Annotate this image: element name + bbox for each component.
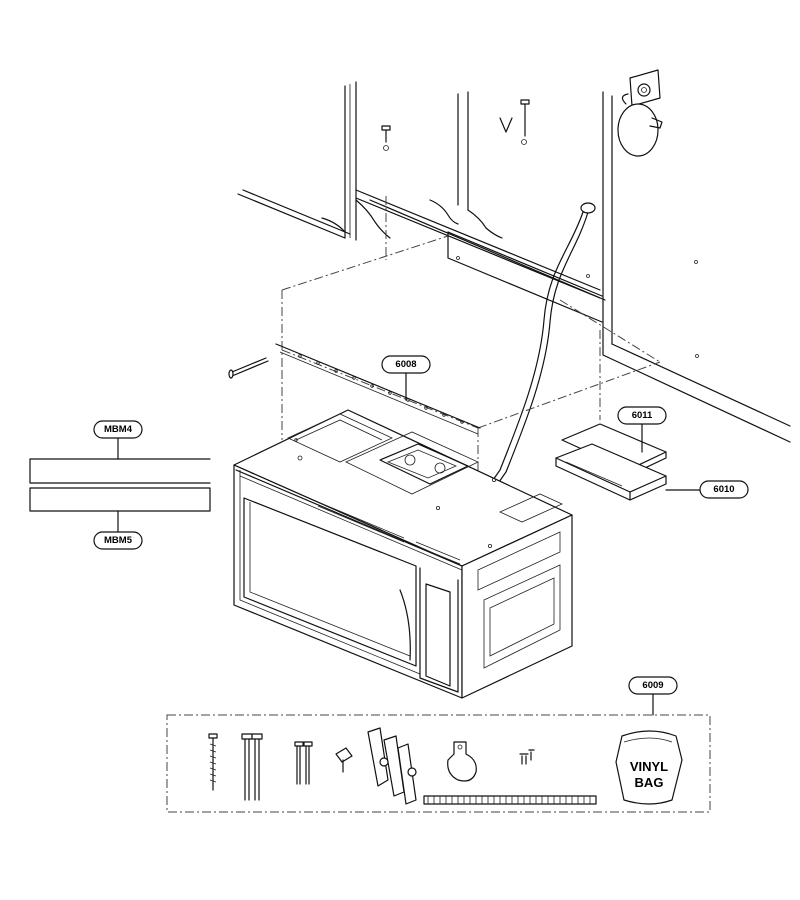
callout-mbm4-label: MBM4 bbox=[104, 424, 133, 435]
long-bolts-icon bbox=[241, 733, 263, 801]
plate-holes bbox=[298, 354, 464, 424]
cabinet-screw-icon bbox=[381, 125, 391, 151]
short-bolts-icon bbox=[294, 741, 313, 785]
vinyl-bag-icon: VINYL BAG bbox=[615, 730, 683, 805]
power-cord bbox=[485, 202, 596, 493]
callout-mbm4: MBM4 bbox=[93, 420, 143, 439]
toggle-bolt-icon bbox=[499, 99, 530, 145]
spring-rack-icon bbox=[423, 795, 597, 805]
callout-6010: 6010 bbox=[699, 480, 749, 499]
callout-mbm5: MBM5 bbox=[93, 531, 143, 550]
callout-6008: 6008 bbox=[381, 355, 431, 374]
long-screw-icon bbox=[228, 357, 269, 379]
mounting-plate-6008 bbox=[228, 196, 661, 530]
manual-boxes bbox=[29, 437, 211, 533]
small-screw-icon bbox=[335, 747, 353, 773]
callout-6010-label: 6010 bbox=[713, 484, 734, 495]
callout-6011-label: 6011 bbox=[632, 410, 653, 421]
upper-cabinet bbox=[237, 69, 791, 443]
callout-6011: 6011 bbox=[617, 406, 667, 425]
toggle-wings-icon bbox=[367, 727, 417, 805]
filter-frame-6010 bbox=[555, 443, 667, 501]
callout-mbm5-label: MBM5 bbox=[104, 535, 133, 546]
tiny-screws-icon bbox=[519, 749, 535, 765]
callout-6009: 6009 bbox=[628, 676, 678, 695]
power-cord-coil-icon bbox=[617, 93, 663, 157]
microwave-oven bbox=[233, 409, 573, 699]
callout-6009-label: 6009 bbox=[642, 680, 663, 691]
wood-screw-icon bbox=[208, 733, 218, 791]
wall-outlet-icon bbox=[629, 69, 661, 107]
callout-6008-label: 6008 bbox=[395, 359, 416, 370]
accessory-kit-6009: VINYL BAG bbox=[166, 693, 711, 813]
callout-leaders bbox=[405, 372, 701, 491]
vinyl-bag-label-line1: VINYL bbox=[630, 759, 668, 774]
vinyl-bag-label-line2: BAG bbox=[635, 775, 664, 790]
cable-clamp-icon bbox=[447, 741, 477, 782]
